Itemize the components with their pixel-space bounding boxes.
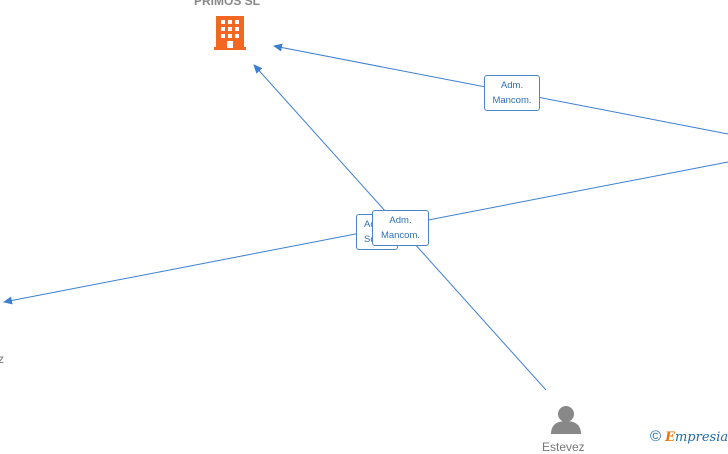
edge-label-line1: Adm. (500, 80, 524, 91)
person-label[interactable]: Estevez (542, 440, 585, 454)
company-label[interactable]: PRIMOS SL (194, 0, 261, 8)
edge-label-bottom-company[interactable]: Adm. Mancom. (372, 210, 429, 246)
person-icon[interactable] (551, 406, 581, 434)
edge-label-line1: Adm. (389, 215, 412, 226)
edge-label-line2: Mancom. (492, 95, 532, 106)
edge-label-right-company[interactable]: Adm. Mancom. (484, 75, 540, 111)
empresia-logo[interactable]: ©Empresia (650, 428, 728, 445)
edge-label-line2: So (364, 234, 376, 245)
left-node-label[interactable]: z (0, 352, 4, 366)
building-icon[interactable] (214, 16, 246, 50)
edge-label-line2: Mancom. (380, 230, 421, 241)
brand-name: Empresia (665, 430, 728, 445)
edge-label-line1: Ad (364, 219, 376, 230)
copyright-symbol: © (650, 428, 662, 445)
